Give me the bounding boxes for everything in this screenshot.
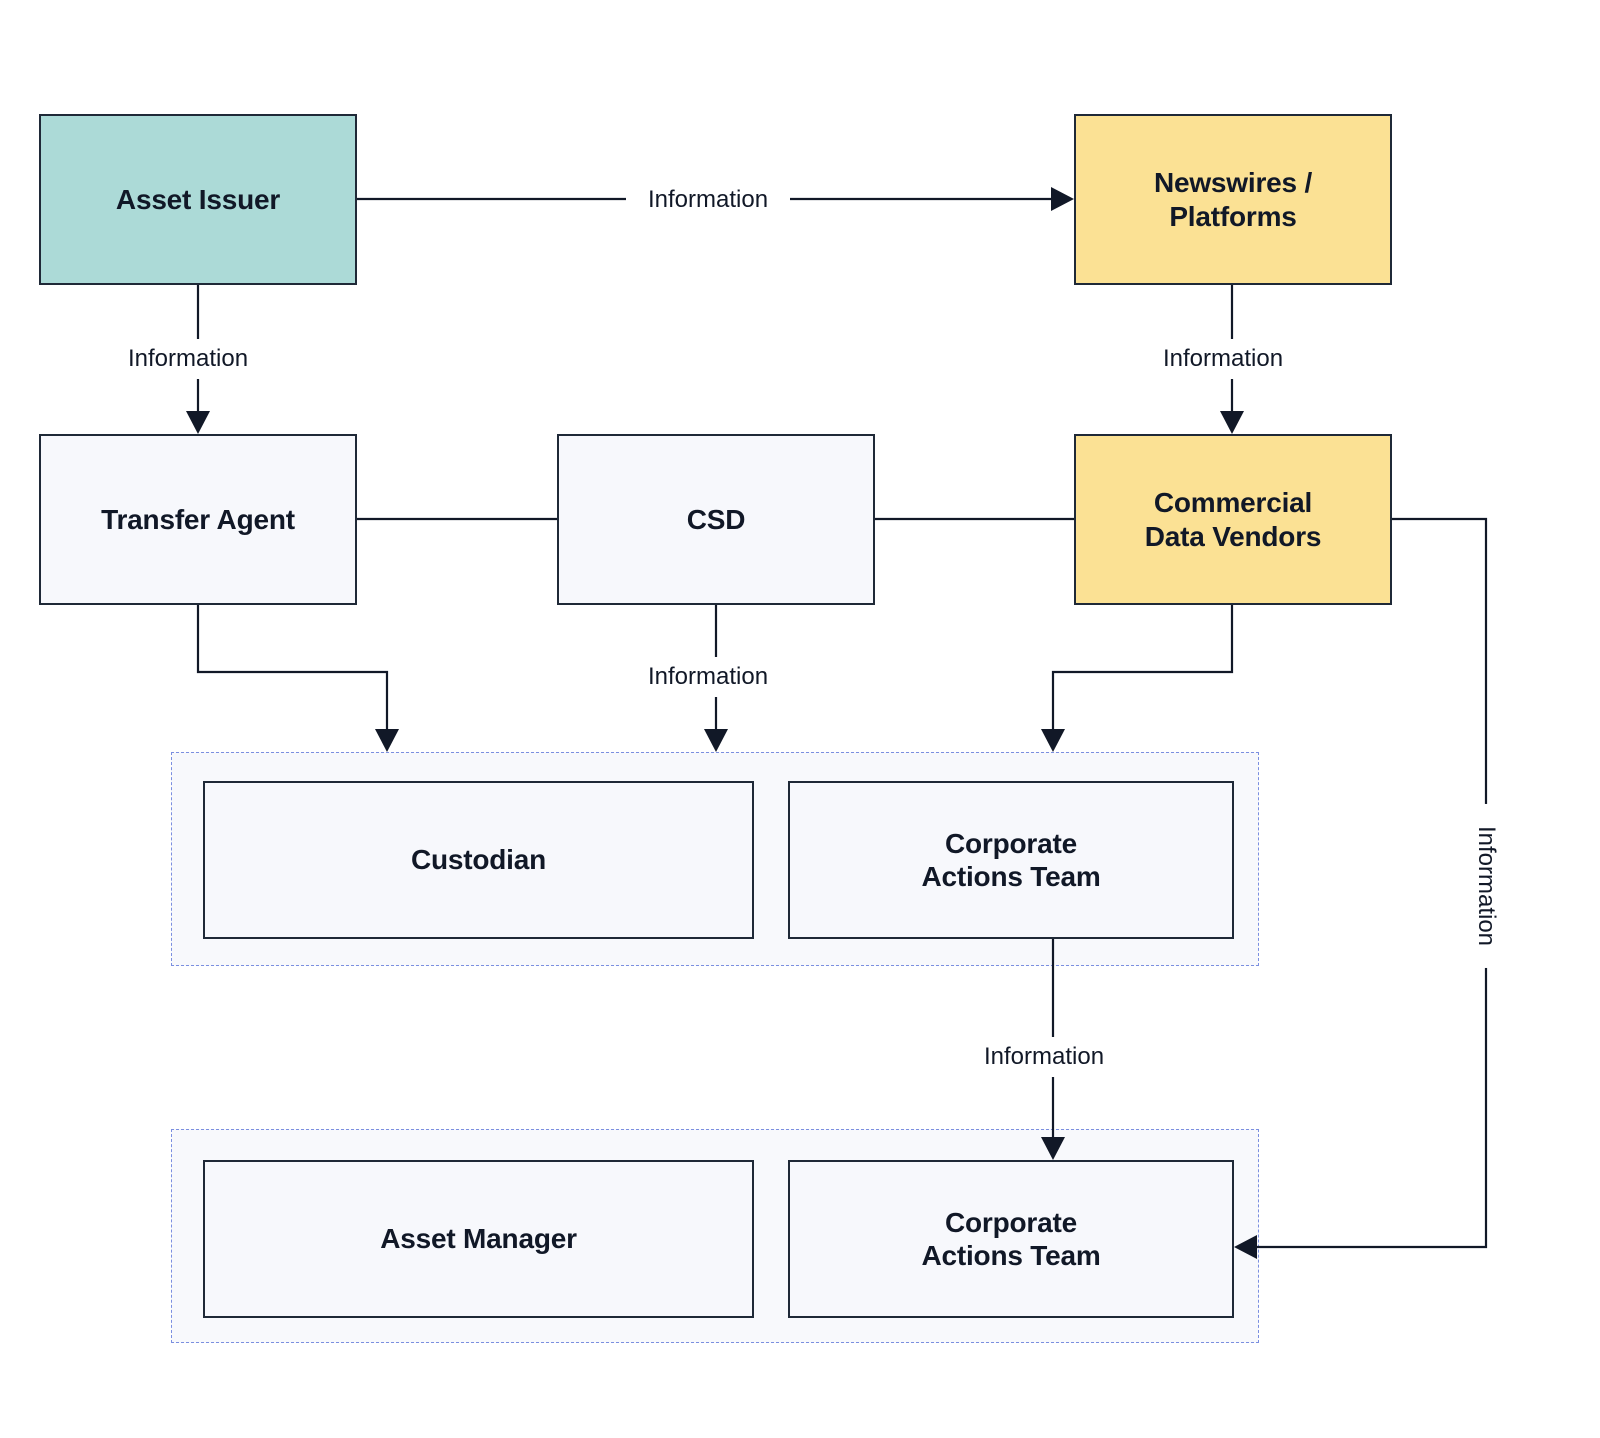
newswires-label: Newswires / Platforms [1153, 167, 1313, 232]
asset-manager-node: Asset Manager [203, 1160, 754, 1318]
transfer-agent-node: Transfer Agent [39, 434, 357, 605]
custodian-node: Custodian [203, 781, 754, 939]
asset-manager-corporate-actions-team-label: Corporate Actions Team [921, 1206, 1101, 1271]
edge-vendors-to-manager-ca [1256, 517, 1488, 1249]
edge-label-issuer-to-transfer-agent: Information [124, 339, 253, 379]
arrowhead [1234, 1235, 1257, 1259]
newswires-node: Newswires / Platforms [1074, 114, 1392, 285]
transfer-agent-label: Transfer Agent [101, 503, 295, 535]
asset-issuer-label: Asset Issuer [115, 183, 281, 215]
edge-label-issuer-to-newswires: Information [626, 184, 791, 216]
arrowhead [1220, 411, 1244, 434]
csd-node: CSD [557, 434, 875, 605]
edge-label-vendors-to-manager-ca: Information [1470, 803, 1502, 969]
arrowhead [1041, 1137, 1065, 1160]
arrowhead [186, 411, 210, 434]
custodian-corporate-actions-team-node: Corporate Actions Team [788, 781, 1234, 939]
edge-label-csd-to-custodian: Information [644, 657, 773, 697]
edge-transfer-agent-to-custodian [196, 605, 389, 731]
asset-manager-corporate-actions-team-node: Corporate Actions Team [788, 1160, 1234, 1318]
asset-manager-label: Asset Manager [380, 1223, 577, 1255]
commercial-data-vendors-label: Commercial Data Vendors [1144, 487, 1322, 552]
custodian-corporate-actions-team-label: Corporate Actions Team [921, 827, 1101, 892]
custodian-label: Custodian [410, 844, 547, 876]
edge-label-custodian-ca-to-manager-ca: Information [980, 1037, 1109, 1077]
arrowhead [1051, 187, 1074, 211]
asset-issuer-node: Asset Issuer [39, 114, 357, 285]
edge-vendors-to-custodian-ca [1051, 605, 1234, 731]
arrowhead [704, 729, 728, 752]
arrowhead [1041, 729, 1065, 752]
arrowhead [375, 729, 399, 752]
csd-label: CSD [686, 503, 746, 535]
edge-label-newswires-to-vendors: Information [1159, 339, 1288, 379]
commercial-data-vendors-node: Commercial Data Vendors [1074, 434, 1392, 605]
